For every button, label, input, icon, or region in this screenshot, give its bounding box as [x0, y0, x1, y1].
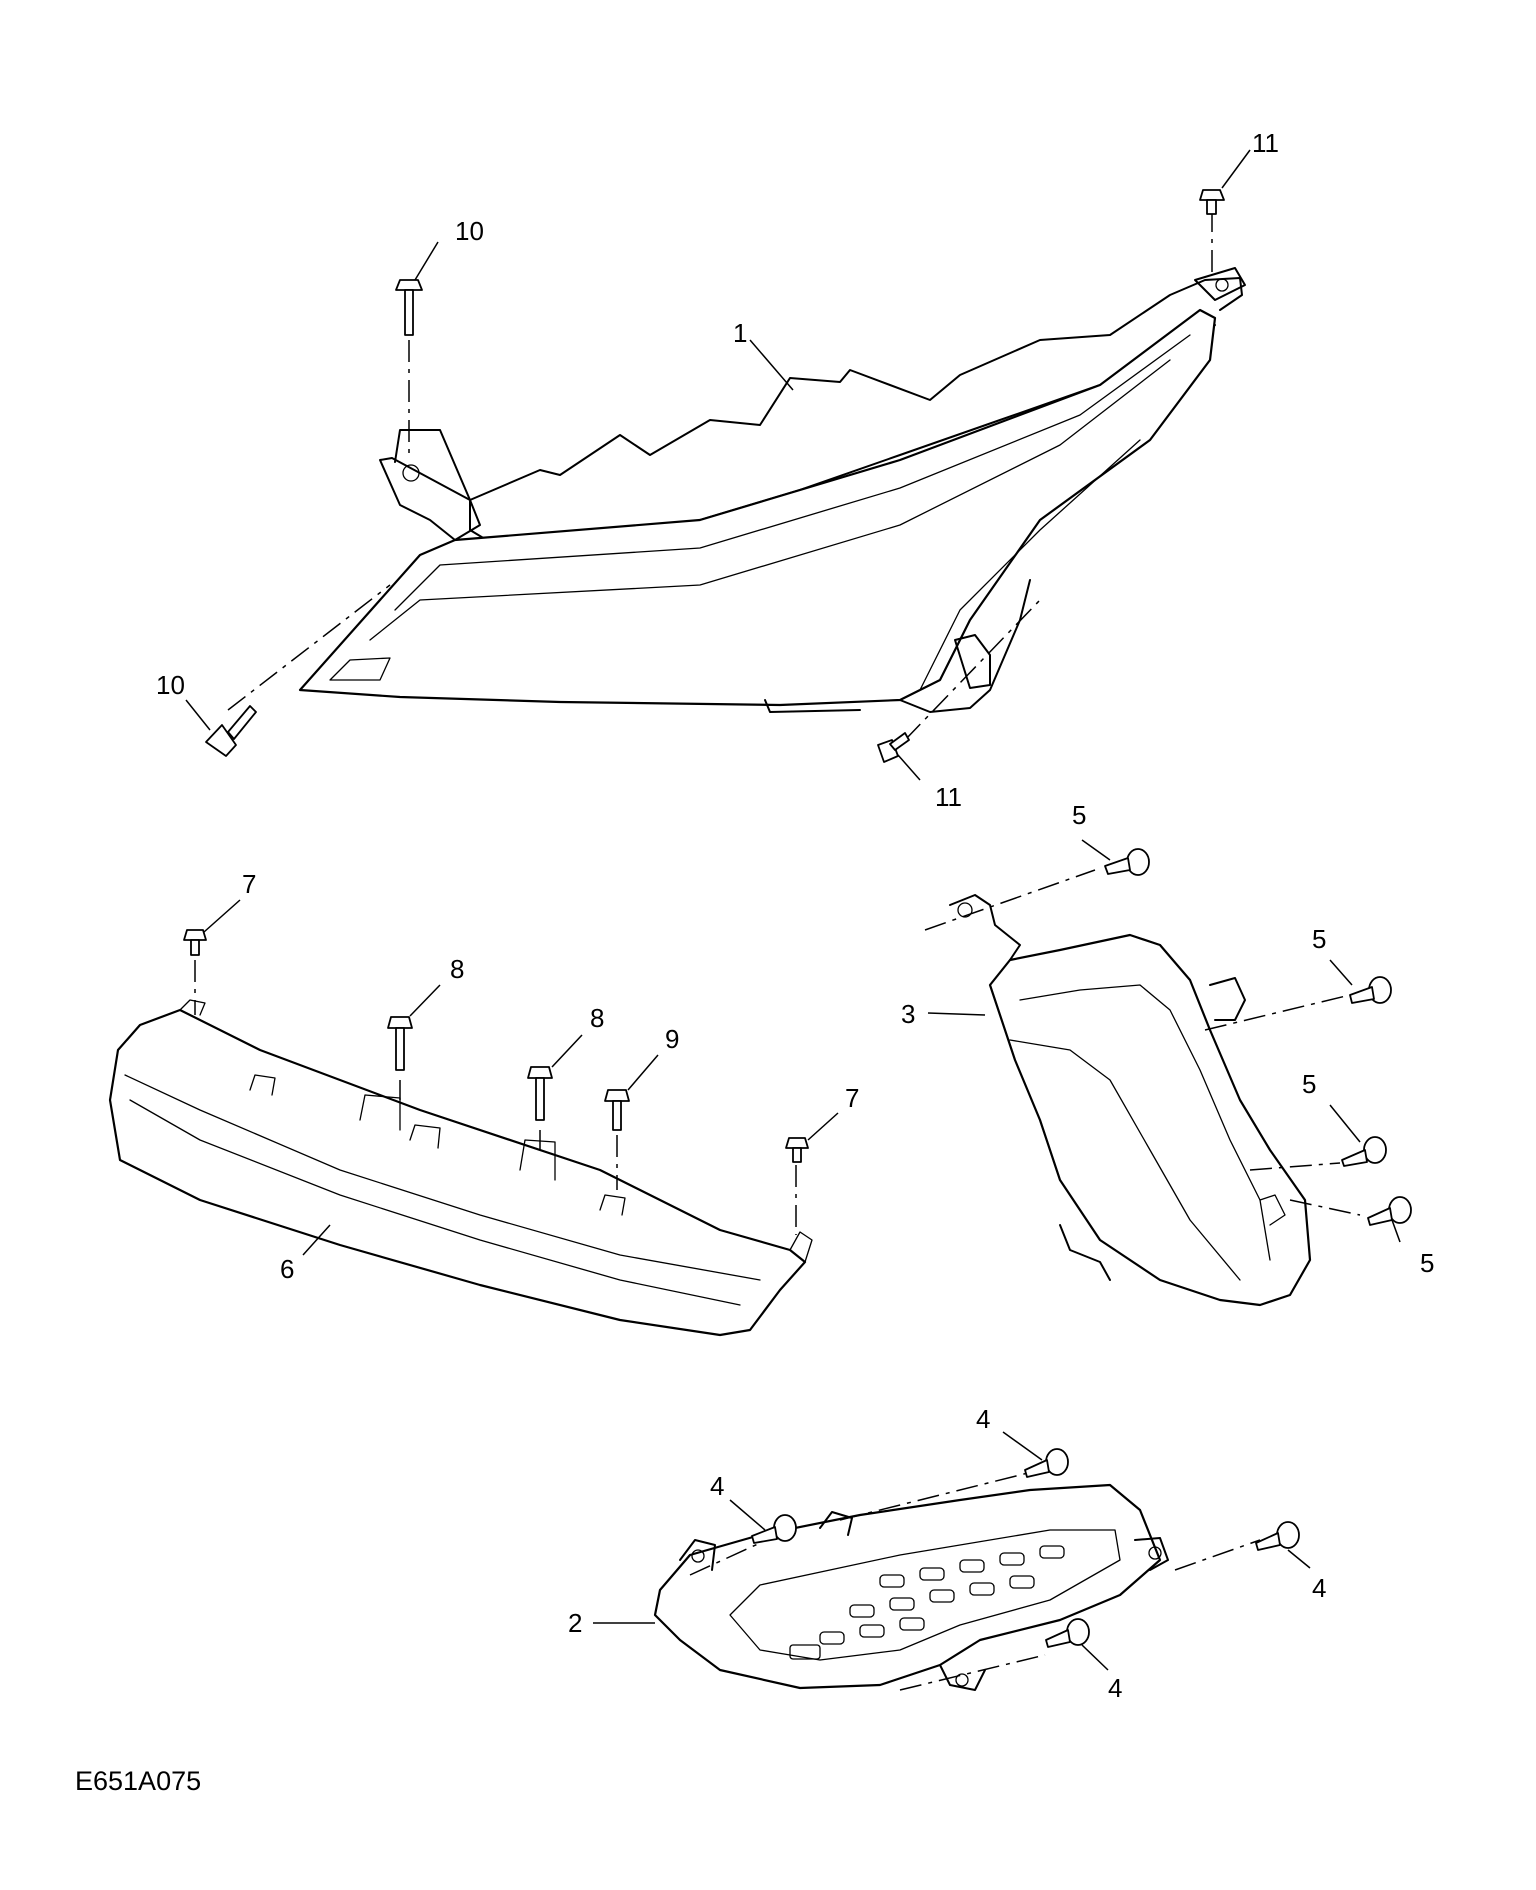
bolt-8-right [527, 1066, 553, 1121]
bolt-10-top [395, 279, 423, 336]
callout-8-left: 8 [450, 954, 464, 984]
bolt-9 [604, 1089, 630, 1131]
fog-lamp-assembly [653, 1483, 1169, 1691]
callout-7-left: 7 [242, 869, 256, 899]
screw-5-d [1367, 1196, 1412, 1226]
screw-5-b [1349, 976, 1392, 1004]
bolt-7-right [785, 1137, 809, 1163]
fasteners [183, 189, 1412, 1648]
callout-5-b: 5 [1312, 924, 1326, 954]
daytime-running-lamp-strip [108, 999, 813, 1337]
nut-11-top [1199, 189, 1225, 215]
callout-11-bottom: 11 [935, 782, 962, 812]
callout-10-top: 10 [455, 216, 484, 246]
figure-id: E651A075 [75, 1766, 201, 1796]
callout-3: 3 [901, 999, 915, 1029]
callout-10-bottom: 10 [156, 670, 185, 700]
callout-7-right: 7 [845, 1083, 859, 1113]
screw-4-b [751, 1514, 797, 1544]
callout-4-d: 4 [1108, 1673, 1122, 1703]
fastener-centerlines [194, 210, 1361, 1691]
callout-11-top: 11 [1252, 128, 1279, 158]
callout-5-d: 5 [1420, 1248, 1434, 1278]
callout-1: 1 [733, 318, 747, 348]
callout-5-c: 5 [1302, 1069, 1316, 1099]
callout-labels: 1 10 10 11 11 5 5 5 5 3 7 7 8 8 9 6 4 4 … [156, 128, 1434, 1703]
screw-5-a [1104, 848, 1150, 876]
callout-6: 6 [280, 1254, 294, 1284]
bolt-10-bottom [205, 705, 257, 757]
screw-4-c [1255, 1521, 1300, 1551]
headlamp-assembly [298, 267, 1246, 713]
callout-4-c: 4 [1312, 1573, 1326, 1603]
callout-8-right: 8 [590, 1003, 604, 1033]
screw-4-a [1024, 1448, 1069, 1478]
bolt-8-left [387, 1016, 413, 1071]
nut-11-bottom [877, 732, 910, 763]
callout-9: 9 [665, 1024, 679, 1054]
screw-4-d [1045, 1618, 1090, 1648]
callout-4-a: 4 [976, 1404, 990, 1434]
callout-4-b: 4 [710, 1471, 724, 1501]
callout-2: 2 [568, 1608, 582, 1638]
callout-5-a: 5 [1072, 800, 1086, 830]
side-lamp-assembly [949, 894, 1312, 1307]
screw-5-c [1341, 1136, 1387, 1167]
bolt-7-left [183, 929, 207, 956]
leader-lines [185, 149, 1401, 1671]
